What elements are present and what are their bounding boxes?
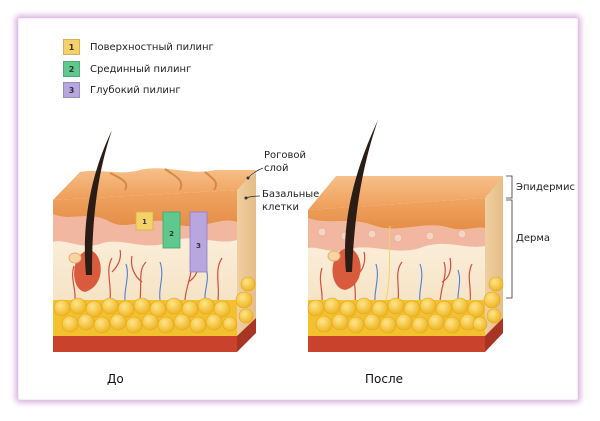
legend-label-2: Срединный пилинг xyxy=(90,63,192,75)
peel-marker-medium xyxy=(162,211,181,249)
skin-block-after xyxy=(307,120,513,352)
peel-marker-1-number: 1 xyxy=(142,218,147,226)
epidermis-front xyxy=(308,198,485,230)
side-face xyxy=(485,176,503,352)
basal-cells-pointer xyxy=(245,195,261,199)
peel-marker-superficial xyxy=(135,211,154,231)
muscle-layer xyxy=(308,336,485,352)
peel-marker-deep xyxy=(189,211,208,273)
legend-swatch-2: 2 xyxy=(63,61,80,77)
caption-before: До xyxy=(107,372,124,386)
peel-marker-3-number: 3 xyxy=(196,242,201,250)
legend-swatch-3: 3 xyxy=(63,82,80,98)
hair-shaft xyxy=(84,130,112,275)
hair-shaft xyxy=(345,120,378,272)
legend-item-superficial: 1 Поверхностный пилинг xyxy=(63,38,214,56)
dermis-label: Дерма xyxy=(516,233,550,244)
legend-label-3: Глубокий пилинг xyxy=(90,84,181,96)
dermis-bracket xyxy=(506,199,513,299)
fat-layer xyxy=(307,276,504,336)
epidermis-label: Эпидермис xyxy=(516,182,575,193)
legend-swatch-1: 1 xyxy=(63,39,80,55)
peel-marker-2-number: 2 xyxy=(169,230,174,238)
caption-after: После xyxy=(365,372,404,386)
legend-label-1: Поверхностный пилинг xyxy=(90,41,214,53)
legend-item-medium: 2 Срединный пилинг xyxy=(63,60,191,78)
skin-block-before: 1 2 3 xyxy=(53,130,264,352)
muscle-layer xyxy=(53,336,237,352)
stratum-corneum-label: Роговой слой xyxy=(264,150,307,174)
stratum-corneum-pointer xyxy=(247,167,264,179)
basal-cells-label: Базальные клетки xyxy=(262,189,320,213)
epidermis-bracket xyxy=(506,175,513,199)
epidermis-top xyxy=(53,168,256,200)
fat-layer xyxy=(53,276,256,336)
legend-item-deep: 3 Глубокий пилинг xyxy=(63,81,181,99)
